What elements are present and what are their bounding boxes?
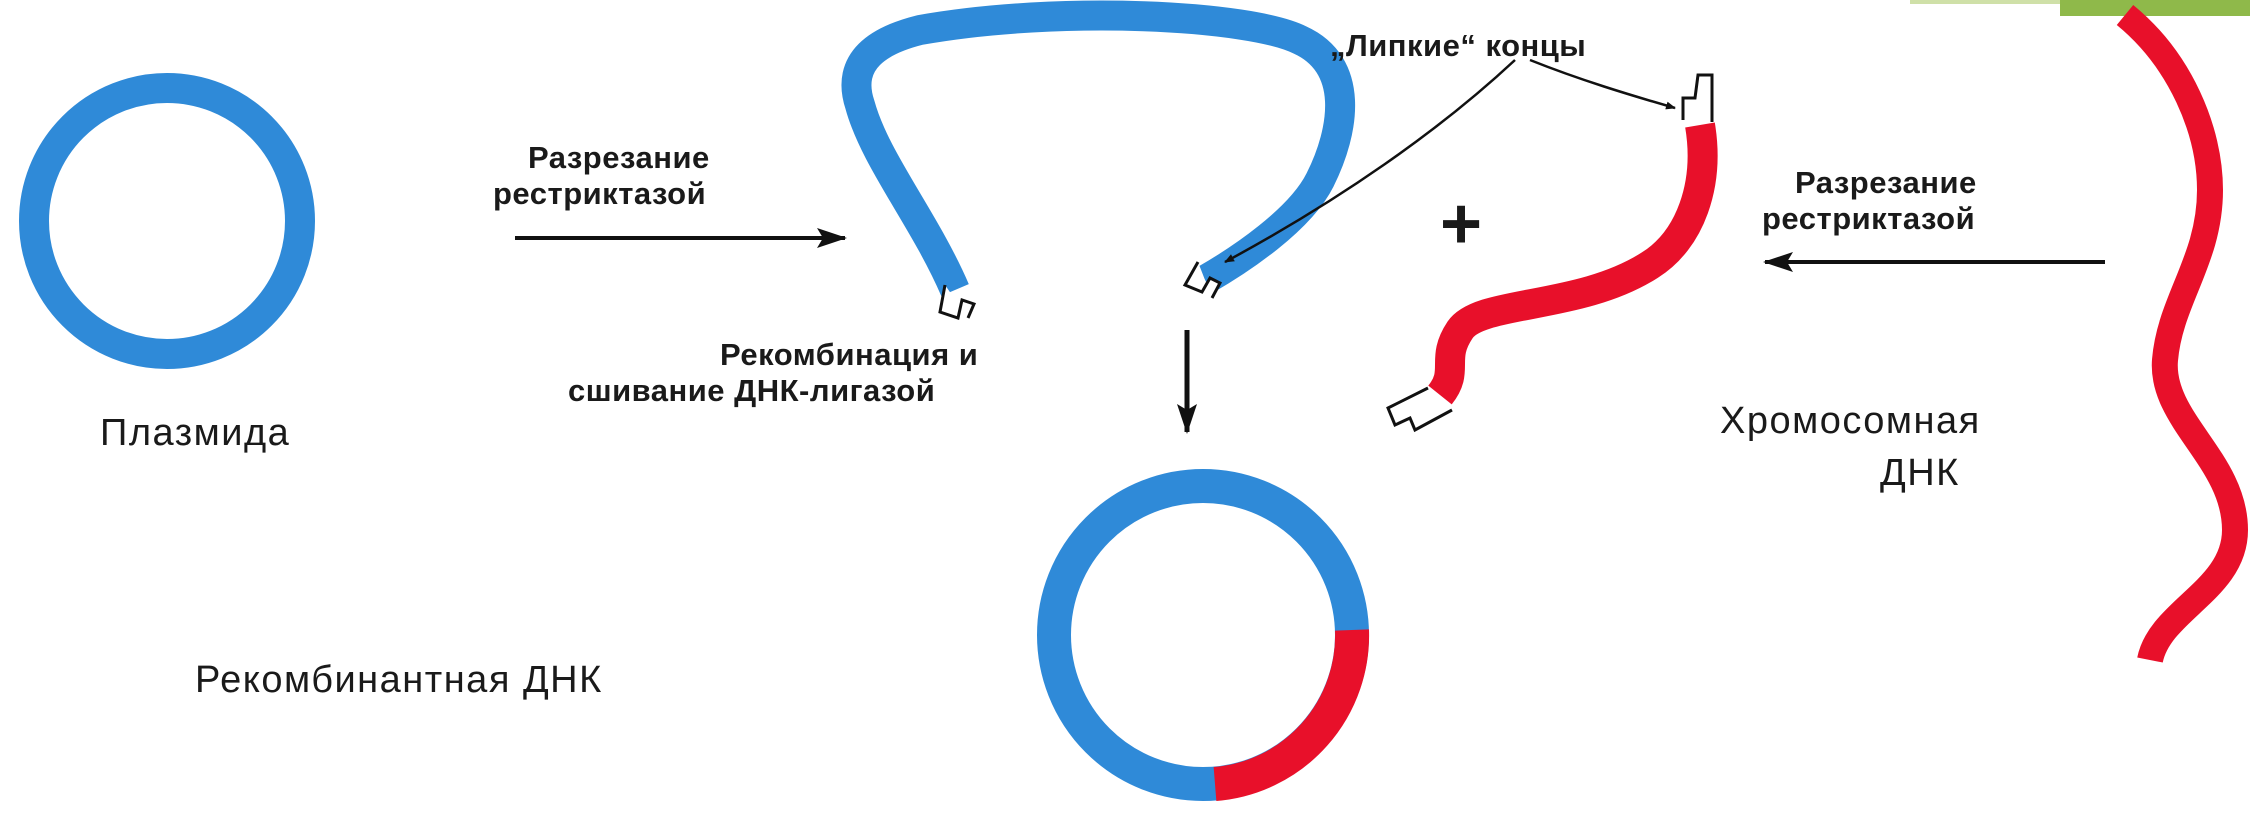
cut-plasmid-strand [841, 0, 1355, 296]
cut-label-right-line1: Разрезание [1795, 165, 1977, 200]
chromosomal-dna-label-line1: Хромосомная [1720, 400, 1981, 442]
sticky-ends-label: „Липкие“ концы [1330, 28, 1587, 63]
fragment-sticky-end-top [1681, 73, 1714, 122]
dna-fragment-strand [1427, 122, 1718, 405]
plasmid-ring [19, 73, 315, 369]
cut-label-right-line2: рестриктазой [1762, 201, 1976, 236]
chromosomal-dna-strand [2116, 4, 2249, 664]
plus-sign: + [1440, 184, 1483, 264]
cut-label-left-line2: рестриктазой [493, 176, 707, 211]
recombination-label-line1: Рекомбинация и [720, 337, 979, 372]
recombinant-ring-red-segment [1213, 629, 1370, 801]
corner-accent [2060, 0, 2250, 16]
recombinant-dna-label: Рекомбинантная ДНК [195, 659, 603, 701]
plasmid-sticky-end-right [1182, 261, 1223, 299]
corner-accent-thin [1910, 0, 2060, 4]
cut-label-left-line1: Разрезание [528, 140, 710, 175]
callout-to-plasmid-end [1224, 59, 1516, 264]
chromosomal-dna-label-line2: ДНК [1880, 452, 1960, 494]
plasmid-sticky-end-left [938, 284, 977, 320]
recombination-label-line2: сшивание ДНК-лигазой [568, 373, 936, 408]
callout-to-fragment-end [1529, 58, 1676, 110]
plasmid-label: Плазмида [100, 412, 291, 454]
fragment-sticky-end-bottom [1386, 386, 1453, 433]
